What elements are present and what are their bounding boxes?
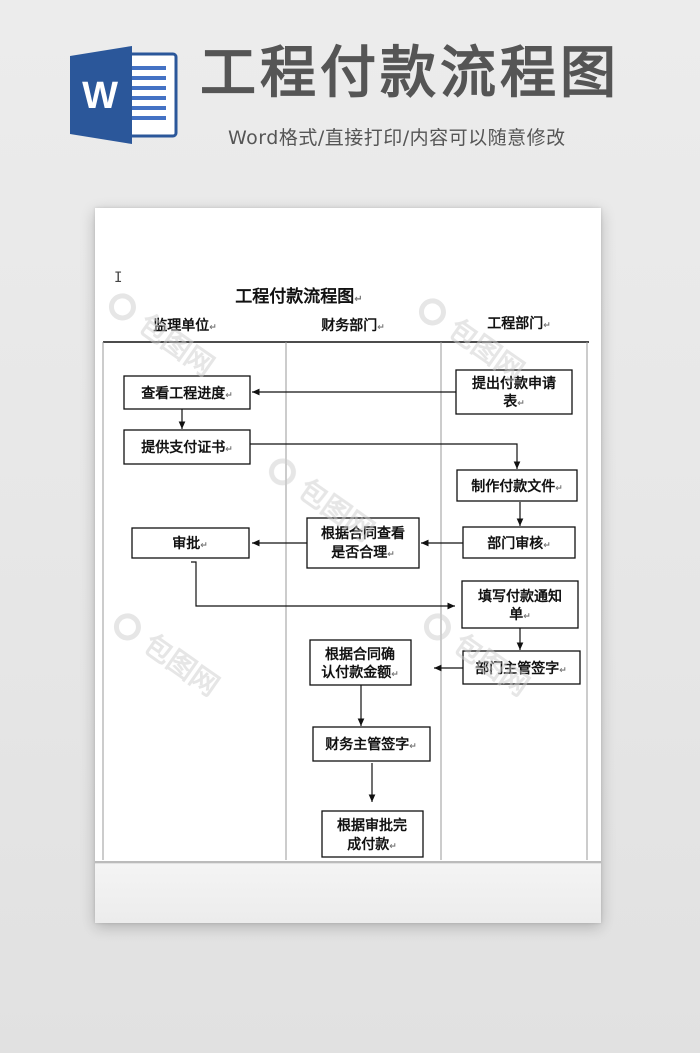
lane-header-supervisor: 监理单位↵ (153, 317, 217, 334)
svg-text:制作付款文件↵: 制作付款文件↵ (471, 478, 563, 495)
flowchart: 工程付款流程图↵ 监理单位↵ 财务部门↵ 工程部门↵ 查看工程进度↵ 提供支 (95, 286, 601, 863)
node-dept-head-sign: 部门主管签字↵ (462, 650, 581, 685)
text-cursor: I (114, 270, 123, 286)
word-logo-icon: W (70, 46, 178, 144)
node-fill-notice: 填写付款通知 单↵ (461, 580, 579, 629)
svg-text:部门审核↵: 部门审核↵ (487, 535, 551, 552)
node-provide-cert: 提供支付证书↵ (123, 429, 251, 465)
word-logo-letter: W (82, 75, 118, 117)
banner-subtitle: Word格式/直接打印/内容可以随意修改 (228, 127, 566, 149)
node-approve: 审批↵ (131, 527, 250, 559)
svg-text:单↵: 单↵ (509, 606, 531, 623)
svg-text:填写付款通知: 填写付款通知 (478, 588, 562, 605)
node-complete: 根据审批完 成付款↵ (321, 810, 424, 858)
document-page: I 工程付款流程图↵ 监理单位↵ 财务部门↵ 工程部门↵ (95, 208, 601, 923)
svg-text:财务主管签字↵: 财务主管签字↵ (324, 736, 417, 753)
node-request: 提出付款申请 表↵ (455, 369, 573, 415)
svg-text:根据审批完: 根据审批完 (337, 817, 407, 834)
page-footer-band (95, 863, 601, 923)
svg-text:表↵: 表↵ (502, 393, 525, 410)
svg-text:是否合理↵: 是否合理↵ (331, 544, 395, 561)
node-finance-sign: 财务主管签字↵ (312, 726, 431, 762)
lane-header-finance: 财务部门↵ (320, 317, 385, 334)
flowchart-title: 工程付款流程图↵ (235, 286, 362, 307)
lane-header-engineering: 工程部门↵ (487, 315, 551, 332)
svg-text:包图网: 包图网 (137, 628, 225, 703)
svg-text:提供支付证书↵: 提供支付证书↵ (141, 439, 233, 456)
node-contract-check: 根据合同查看 是否合理↵ (306, 517, 420, 569)
node-dept-review: 部门审核↵ (462, 526, 576, 559)
svg-text:查看工程进度↵: 查看工程进度↵ (141, 385, 233, 402)
svg-text:根据合同查看: 根据合同查看 (321, 525, 405, 542)
node-make-docs: 制作付款文件↵ (456, 469, 578, 502)
svg-text:成付款↵: 成付款↵ (347, 836, 397, 853)
svg-text:提出付款申请: 提出付款申请 (472, 375, 556, 392)
watermark-mark: 包图网 (113, 613, 225, 703)
svg-text:部门主管签字↵: 部门主管签字↵ (475, 660, 567, 677)
banner-title: 工程付款流程图 (200, 41, 620, 106)
svg-text:认付款金额↵: 认付款金额↵ (321, 664, 399, 681)
node-confirm-amount: 根据合同确 认付款金额↵ (309, 639, 412, 686)
watermark-mark: 包图网 (108, 293, 220, 383)
node-check-progress: 查看工程进度↵ (123, 375, 251, 410)
arrow-approve-to-notice (191, 561, 455, 610)
banner: W 工程付款流程图 Word格式/直接打印/内容可以随意修改 (0, 0, 700, 200)
svg-text:审批↵: 审批↵ (172, 535, 208, 552)
arrow-cert-to-docs (250, 443, 521, 469)
svg-text:根据合同确: 根据合同确 (325, 646, 395, 663)
